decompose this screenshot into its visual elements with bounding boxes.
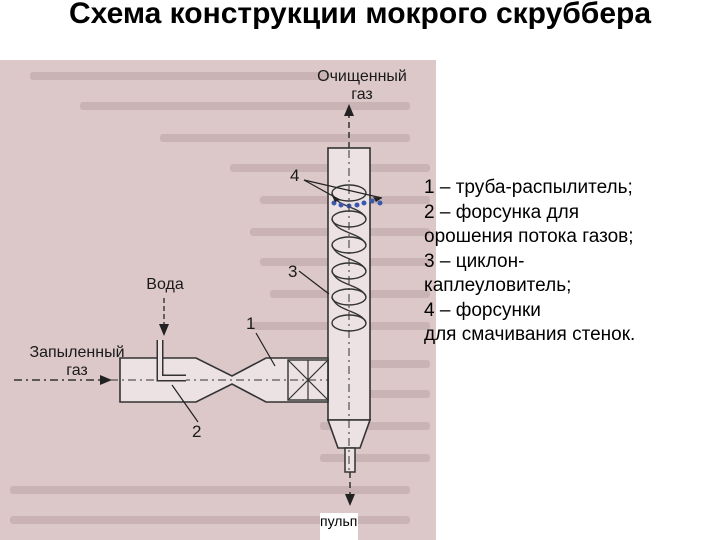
clean-gas-arrowhead: [344, 104, 354, 116]
background-text-line: [10, 486, 410, 494]
legend-line: 3 – циклон-: [424, 250, 525, 272]
clean-gas-label-line: Очищенный: [317, 68, 407, 85]
pulp-arrowhead: [345, 494, 355, 506]
legend-line: орошения потока газов;: [424, 226, 634, 247]
background-text-line: [320, 422, 430, 430]
clean-gas-label-line: газ: [351, 86, 373, 103]
background-text-line: [160, 134, 410, 142]
water-label: Вода: [146, 276, 184, 293]
legend-line: 1 – труба-распылитель;: [424, 177, 633, 198]
legend-line: 2 – форсунка для: [424, 201, 579, 223]
legend-line: для смачивания стенок.: [424, 324, 636, 345]
background-text-line: [80, 102, 410, 110]
water-arrowhead: [159, 324, 169, 336]
background-text-line: [320, 454, 430, 462]
background-text-line: [10, 516, 410, 524]
page-title: Схема конструкции мокрого скруббера: [68, 0, 652, 30]
callout-3: 3: [288, 262, 298, 281]
dusty-gas-label-line: Запыленный: [29, 344, 125, 361]
background-text-line: [30, 72, 330, 80]
legend-line: каплеуловитель;: [424, 275, 572, 296]
pulp-label: пульпа: [320, 513, 358, 540]
callout-leaders: [171, 179, 383, 423]
legend-line: 4 – форсунки: [424, 299, 541, 321]
dusty-gas-label: Запыленный газ: [14, 344, 140, 380]
pulp-outlet-pipe: [344, 447, 356, 473]
callout-4: 4: [290, 166, 300, 185]
dusty-gas-label-line: газ: [66, 362, 88, 379]
callout-2: 2: [192, 422, 202, 441]
dusty-gas-arrowhead: [100, 375, 112, 385]
legend: 1 – труба-распылитель; 2 – форсунка для …: [424, 176, 714, 348]
callout-1: 1: [246, 314, 256, 333]
clean-gas-label: Очищенный газ: [312, 68, 412, 104]
